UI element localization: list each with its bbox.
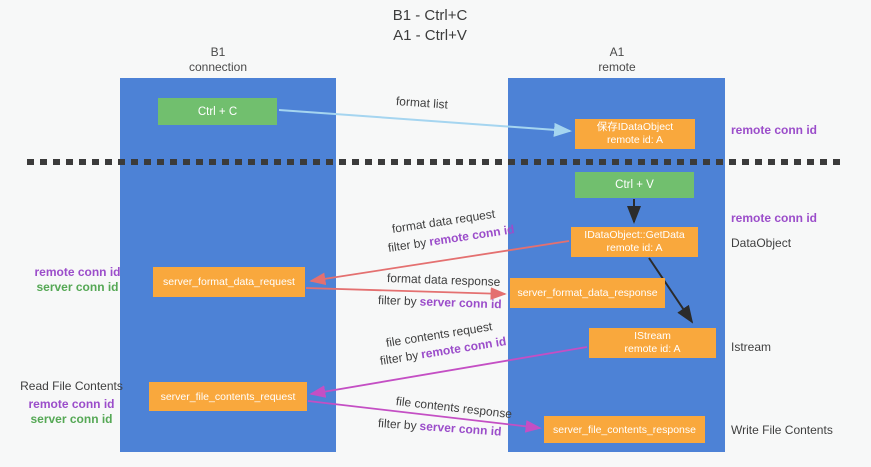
filter-by-text: filter by xyxy=(378,348,420,368)
server-format-data-response-box: server_format_data_response xyxy=(510,278,665,308)
ctrl-c-box: Ctrl + C xyxy=(158,98,277,125)
write-file-contents-label: Write File Contents xyxy=(731,423,833,437)
filter-by-text: filter by xyxy=(377,416,418,433)
server-format-data-request-box: server_format_data_request xyxy=(153,267,305,297)
column-header-b1: B1 connection xyxy=(128,45,308,75)
save-idataobject-line1: 保存IDataObject xyxy=(596,121,674,133)
left-server-conn-id-bottom: server conn id xyxy=(30,412,113,426)
ctrl-v-label: Ctrl + V xyxy=(615,179,654,191)
save-idataobject-line2: remote id: A xyxy=(606,134,664,146)
column-b1-role: connection xyxy=(188,60,248,74)
server-format-data-request-label: server_format_data_request xyxy=(163,276,295,288)
ctrl-v-box: Ctrl + V xyxy=(575,172,694,198)
title-line-2: A1 - Ctrl+V xyxy=(393,27,467,44)
getdata-line2: remote id: A xyxy=(606,242,663,254)
istream-line1: IStream xyxy=(634,330,671,342)
istream-side-label: Istream xyxy=(731,340,772,354)
server-file-contents-response-box: server_file_contents_response xyxy=(544,416,705,443)
column-header-a1: A1 remote xyxy=(517,45,717,75)
istream-box: IStream remote id: A xyxy=(589,328,716,358)
filter-by-text: filter by xyxy=(386,235,428,255)
column-a1-name: A1 xyxy=(609,45,625,59)
left-remote-conn-id-bottom: remote conn id xyxy=(28,397,115,411)
right-remote-conn-id-top: remote conn id xyxy=(731,123,818,137)
format-list-label: format list xyxy=(395,94,449,112)
dataobject-label: DataObject xyxy=(731,236,792,250)
server-conn-id-text: server conn id xyxy=(419,418,502,439)
title-line-1: B1 - Ctrl+C xyxy=(392,7,468,24)
read-file-contents-label: Read File Contents xyxy=(20,379,123,393)
right-remote-conn-id-mid: remote conn id xyxy=(731,211,818,225)
istream-line2: remote id: A xyxy=(624,343,681,355)
server-file-contents-request-box: server_file_contents_request xyxy=(149,382,307,411)
server-file-contents-request-label: server_file_contents_request xyxy=(160,390,296,403)
column-a1-role: remote xyxy=(598,60,636,74)
server-conn-id-text: server conn id xyxy=(419,294,502,312)
column-b1-name: B1 xyxy=(210,45,226,59)
save-idataobject-box: 保存IDataObject remote id: A xyxy=(575,119,695,149)
server-file-contents-response-label: server_file_contents_response xyxy=(552,423,696,436)
server-format-data-response-label: server_format_data_response xyxy=(517,287,658,299)
session-separator-dashed-line xyxy=(27,159,845,165)
ctrl-c-label: Ctrl + C xyxy=(197,105,238,118)
filter-by-text: filter by xyxy=(377,293,417,309)
idataobject-getdata-box: IDataObject::GetData remote id: A xyxy=(571,227,698,257)
diagram-title: B1 - Ctrl+C A1 - Ctrl+V xyxy=(330,6,530,46)
left-server-conn-id-top: server conn id xyxy=(36,280,119,294)
format-data-response-label: format data response xyxy=(386,271,501,289)
getdata-line1: IDataObject::GetData xyxy=(584,229,685,241)
left-remote-conn-id-top: remote conn id xyxy=(34,265,121,279)
file-contents-response-label: file contents response xyxy=(395,394,513,422)
